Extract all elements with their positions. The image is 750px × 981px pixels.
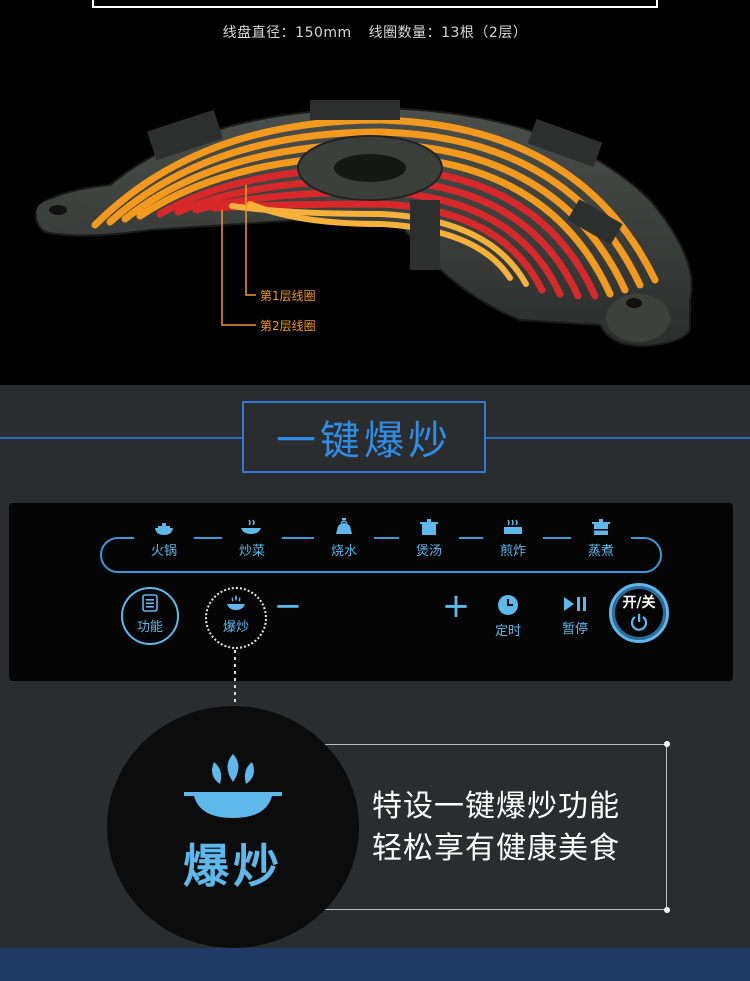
coil-specs: 线盘直径：150mm 线圈数量：13根（2层） [0,22,750,42]
dotted-connector [234,650,236,710]
section-title-box: 一键爆炒 [242,401,486,473]
coil-section: 线盘直径：150mm 线圈数量：13根（2层） [0,0,750,385]
coil-illustration: 第1层线圈 第2层线圈 [35,100,693,348]
steamer-icon [592,519,610,535]
stir-fry-button[interactable] [205,587,267,649]
feature-label: 爆炒 [183,839,283,893]
pause-label: 暂停 [561,622,588,637]
feature-line-2: 轻松享有健康美食 [372,831,620,866]
power-button[interactable] [609,583,669,643]
hotpot-icon [155,523,173,535]
function-button[interactable] [121,587,179,645]
power-icon [630,614,648,631]
mode-label: 煎炸 [499,544,526,559]
clock-icon [498,595,518,615]
menu-list-icon [142,594,158,612]
wok-flame-icon [227,595,245,610]
soup-pot-icon [420,519,438,535]
pause-button[interactable]: 暂停 [553,594,597,637]
layer1-label: 第1层线圈 [260,289,316,303]
stir-fry-label: 爆炒 [222,620,249,635]
callout-dot-bottom [664,907,670,913]
minus-button[interactable]: − [273,586,303,626]
mode-label: 烧水 [330,544,357,559]
mode-label: 煲汤 [415,544,442,559]
title-line-right [486,437,750,439]
power-label: 开/关 [622,595,656,611]
callout-dot-top [664,741,670,747]
mode-label: 火锅 [150,544,177,559]
function-label: 功能 [136,620,163,635]
play-pause-icon [564,597,586,611]
mode-track [100,537,662,573]
coil-count-text: 线圈数量：13根（2层） [368,25,528,41]
bottom-band [0,948,750,981]
feature-description: 特设一键爆炒功能 轻松享有健康美食 [372,786,620,870]
stir-fry-button-content: 爆炒 [205,594,267,635]
mode-label: 蒸煮 [587,544,614,559]
title-line-left [0,437,242,439]
stir-fry-feature-badge [107,706,359,948]
wok-icon [241,519,261,534]
function-button-content: 功能 [121,594,179,635]
top-frame [92,0,658,8]
big-wok-flame-icon [184,754,282,818]
power-button-content: 开/关 [609,592,669,636]
fry-pan-icon [504,519,522,534]
timer-button[interactable]: 定时 [488,594,528,639]
plus-button[interactable]: + [441,586,471,626]
section-title: 一键爆炒 [276,418,452,464]
mode-label: 炒菜 [238,544,265,559]
coil-diameter-text: 线盘直径：150mm [222,25,352,41]
kettle-icon [336,518,352,534]
mode-steam[interactable]: 蒸煮 [571,518,631,559]
layer2-label: 第2层线圈 [260,319,316,333]
mode-soup[interactable]: 煲汤 [399,518,459,559]
mode-boil-water[interactable]: 烧水 [314,518,374,559]
timer-label: 定时 [494,624,521,639]
feature-line-1: 特设一键爆炒功能 [372,789,620,824]
mode-hotpot[interactable]: 火锅 [134,518,194,559]
mode-stir-fry[interactable]: 炒菜 [222,518,282,559]
mode-fry[interactable]: 煎炸 [483,518,543,559]
feature-callout-frame [311,744,667,910]
